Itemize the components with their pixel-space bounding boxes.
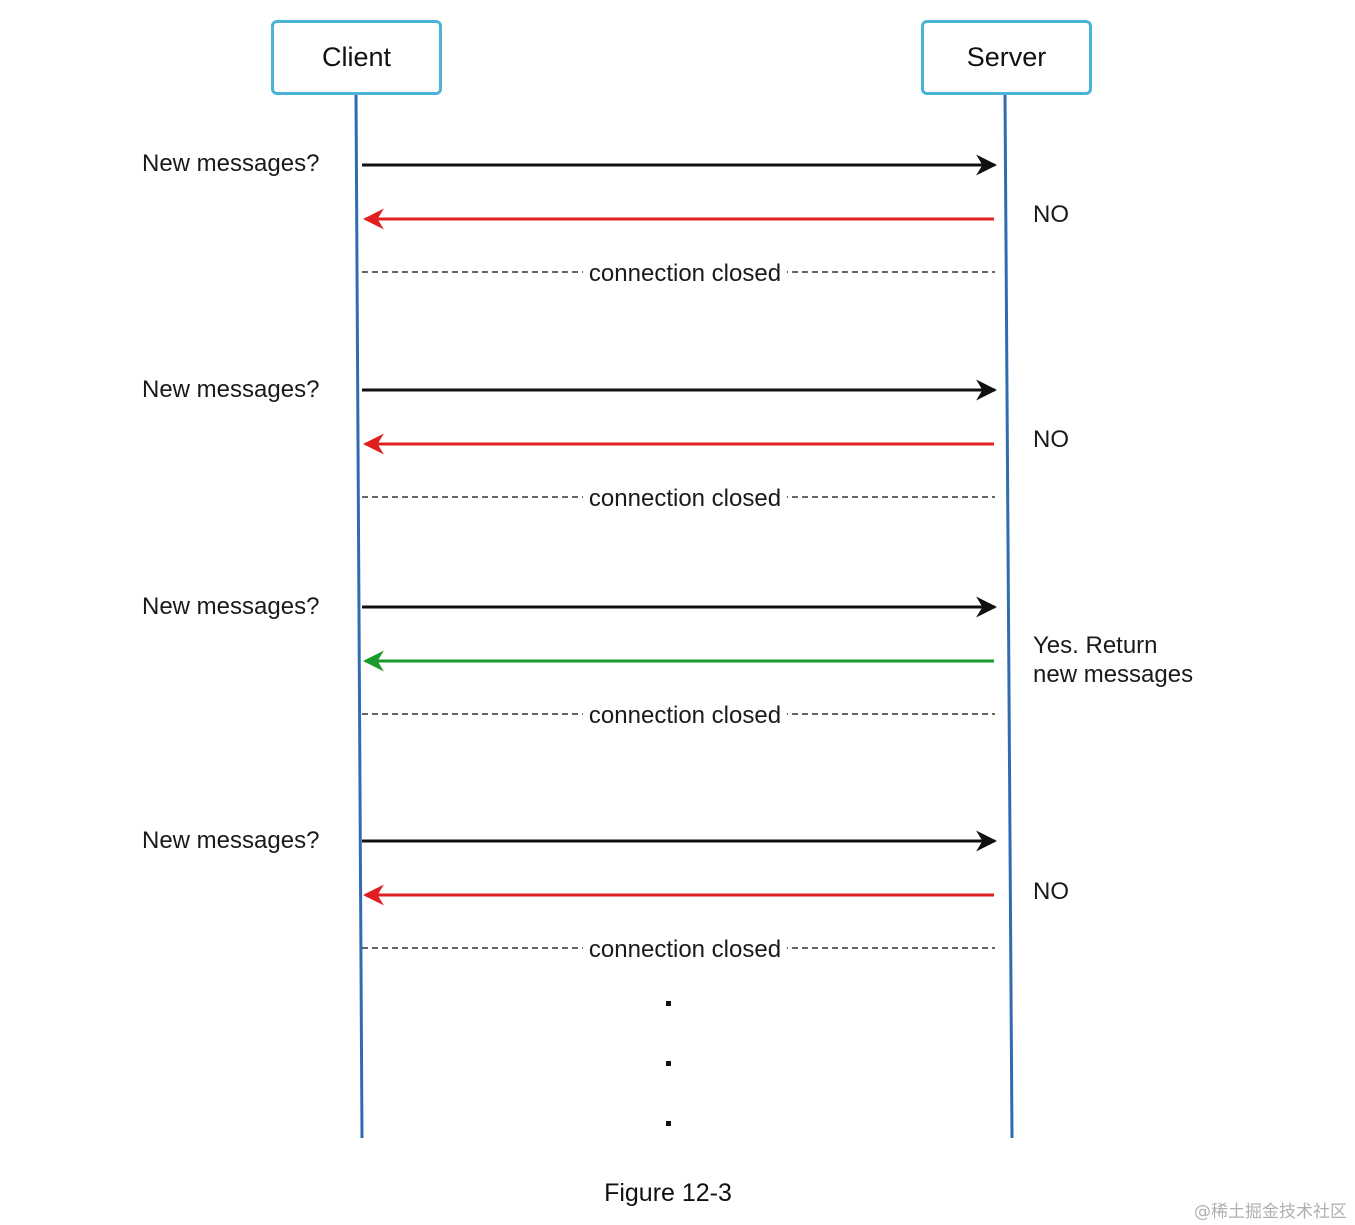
request-label: New messages? <box>142 150 320 177</box>
ellipsis-dot <box>666 1061 671 1066</box>
connection-closed-label: connection closed <box>582 485 788 514</box>
response-label-no: NO <box>1033 426 1069 453</box>
client-label: Client <box>321 42 392 72</box>
client-lifeline <box>354 93 364 1139</box>
connection-closed-label: connection closed <box>582 936 788 965</box>
server-lifeline <box>1003 93 1014 1139</box>
connection-closed-label: connection closed <box>582 702 788 731</box>
watermark: @稀土掘金技术社区 <box>1194 1202 1347 1222</box>
response-label-yes-line2: new messages <box>1033 661 1194 688</box>
client-actor-box: Client <box>271 20 442 95</box>
connection-closed-label: connection closed <box>582 260 788 289</box>
request-label: New messages? <box>142 593 320 620</box>
response-label-yes-line1: Yes. Return <box>1033 632 1158 659</box>
figure-caption: Figure 12-3 <box>604 1179 732 1207</box>
ellipsis-dot <box>666 1121 671 1126</box>
ellipsis-dot <box>666 1001 671 1006</box>
response-label-no: NO <box>1033 201 1069 228</box>
request-label: New messages? <box>142 827 320 854</box>
request-label: New messages? <box>142 376 320 403</box>
server-label: Server <box>966 42 1047 72</box>
response-label-no: NO <box>1033 878 1069 905</box>
server-actor-box: Server <box>921 20 1092 95</box>
